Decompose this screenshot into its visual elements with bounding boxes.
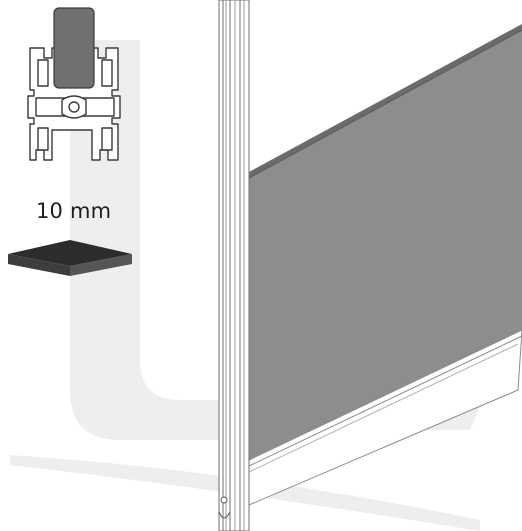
sample-top <box>8 240 132 266</box>
panel-top-edge <box>249 24 522 178</box>
thickness-label: 10 mm <box>36 199 112 223</box>
panel-face <box>249 30 522 460</box>
rail-end-cap <box>218 496 231 519</box>
sample-side-left <box>8 254 70 276</box>
sample-side-right <box>70 254 132 276</box>
vertical-rail <box>218 0 250 531</box>
profile-panel-insert <box>53 7 95 89</box>
